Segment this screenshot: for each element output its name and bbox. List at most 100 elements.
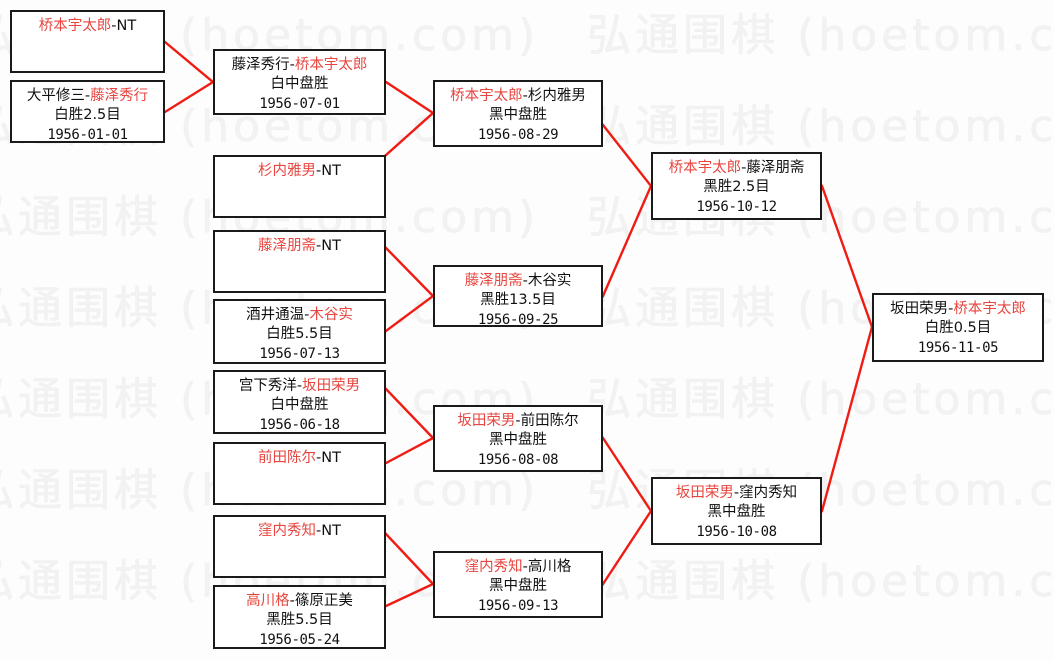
match-pairing: 杉内雅男-NT [258,163,341,179]
match-box-r2-1[interactable]: 藤泽秀行-桥本宇太郎 白中盘胜 1956-07-01 [213,49,386,115]
match-result: 黑中盘胜 [489,578,547,595]
match-pairing: 桥本宇太郎-NT [38,18,137,34]
connector-line [163,40,215,84]
player-right: 藤泽朋斋 [746,160,805,176]
match-result: 白中盘胜 [270,76,329,93]
match-date: 1956-05-24 [259,631,340,648]
match-result: 白胜5.5目 [266,326,333,343]
watermark-text: 弘通围棋 (hoetom.com) 弘通围棋 (hoetom.com) 弘通围棋… [0,465,1054,516]
player-right: NT [116,18,137,34]
player-left: 高川格 [246,593,290,609]
player-left: 桥本宇太郎 [38,18,112,34]
match-date: 1956-10-08 [696,523,777,540]
match-box-r1-5[interactable]: 酒井通温-木谷实 白胜5.5目 1956-07-13 [213,299,386,364]
player-left: 坂田荣男 [675,485,734,501]
match-box-r1-8[interactable]: 窪内秀知-NT [213,515,386,578]
match-result: 黑胜5.5目 [266,612,333,629]
match-pairing: 窪内秀知-NT [258,523,341,539]
connector-line [384,582,435,608]
match-box-r3-1[interactable]: 桥本宇太郎-杉内雅男 黑中盘胜 1956-08-29 [433,80,603,147]
match-result: 白中盘胜 [270,397,329,414]
match-date: 1956-10-12 [696,198,777,215]
connector-line [384,532,435,586]
player-left: 宫下秀洋 [238,378,297,394]
player-left: 坂田荣男 [890,301,949,317]
connector-line [820,325,874,513]
match-box-r1-7[interactable]: 前田陈尔-NT [213,442,386,505]
player-right: 坂田荣男 [302,378,361,394]
match-date: 1956-08-08 [477,451,559,468]
match-date: 1956-01-01 [47,126,128,143]
match-pairing: 桥本宇太郎-杉内雅男 [450,88,586,104]
connector-line [384,436,435,465]
player-right: 木谷实 [527,273,572,289]
player-right: 杉内雅男 [527,88,586,104]
match-box-r4-2[interactable]: 坂田荣男-窪内秀知 黑中盘胜 1956-10-08 [651,477,822,545]
player-left: 桥本宇太郎 [450,88,523,104]
player-right: NT [321,238,341,254]
match-pairing: 坂田荣男-前田陈尔 [457,413,579,429]
connector-line [601,436,653,513]
player-right: 篠原正美 [294,593,353,609]
match-pairing: 前田陈尔-NT [258,450,341,466]
match-box-final[interactable]: 坂田荣男-桥本宇太郎 白胜0.5目 1956-11-05 [872,293,1044,362]
match-box-r4-1[interactable]: 桥本宇太郎-藤泽朋斋 黑胜2.5目 1956-10-12 [651,152,822,220]
player-left: 酒井通温 [246,307,305,323]
match-box-r3-4[interactable]: 窪内秀知-高川格 黑中盘胜 1956-09-13 [433,551,603,618]
connector-line [384,387,435,440]
match-date: 1956-07-13 [259,345,340,362]
match-box-r1-1[interactable]: 桥本宇太郎-NT [10,10,165,73]
player-right: 桥本宇太郎 [953,301,1026,317]
connector-line [820,184,874,329]
player-right: 高川格 [527,559,572,575]
match-date: 1956-09-25 [477,311,559,328]
match-pairing: 宫下秀洋-坂田荣男 [238,378,361,394]
connector-line [601,184,653,298]
match-result: 黑胜13.5目 [480,292,556,309]
connector-line [384,246,435,298]
match-box-r1-9[interactable]: 高川格-篠原正美 黑胜5.5目 1956-05-24 [213,585,386,649]
player-left: 桥本宇太郎 [668,160,742,176]
match-pairing: 藤泽朋斋-NT [258,238,341,254]
match-pairing: 窪内秀知-高川格 [464,559,572,575]
match-date: 1956-09-13 [477,597,559,614]
connector-line [384,80,435,115]
player-right: 窪内秀知 [739,485,798,501]
connector-line [163,80,215,114]
match-result: 黑胜2.5目 [703,179,770,196]
match-box-r1-6[interactable]: 宫下秀洋-坂田荣男 白中盘胜 1956-06-18 [213,370,386,434]
player-left: 大平修三 [26,88,85,104]
player-left: 前田陈尔 [258,450,317,466]
match-box-r3-2[interactable]: 藤泽朋斋-木谷实 黑胜13.5目 1956-09-25 [433,265,603,328]
connector-line [384,294,435,333]
player-left: 藤泽秀行 [231,57,290,73]
player-right: NT [321,450,341,466]
player-left: 杉内雅男 [258,163,317,179]
player-left: 坂田荣男 [457,413,516,429]
match-box-r3-3[interactable]: 坂田荣男-前田陈尔 黑中盘胜 1956-08-08 [433,405,603,472]
player-right: 木谷实 [309,307,353,323]
player-right: 前田陈尔 [520,413,579,429]
player-left: 窪内秀知 [258,523,317,539]
connector-line [601,509,653,586]
match-box-r1-3[interactable]: 杉内雅男-NT [213,155,386,218]
player-left: 藤泽朋斋 [464,273,523,289]
player-right: 桥本宇太郎 [294,57,368,73]
player-right: NT [321,523,341,539]
match-pairing: 藤泽朋斋-木谷实 [464,273,572,289]
player-right: 藤泽秀行 [90,88,149,104]
match-date: 1956-08-29 [477,126,559,143]
player-right: NT [321,163,341,179]
player-left: 窪内秀知 [464,559,523,575]
match-box-r1-2[interactable]: 大平修三-藤泽秀行 白胜2.5目 1956-01-01 [10,80,165,143]
match-date: 1956-11-05 [917,339,999,356]
match-pairing: 酒井通温-木谷实 [246,307,353,323]
match-date: 1956-06-18 [259,416,340,433]
match-result: 白胜2.5目 [54,107,121,124]
match-pairing: 藤泽秀行-桥本宇太郎 [231,57,368,73]
player-left: 藤泽朋斋 [258,238,317,254]
match-box-r1-4[interactable]: 藤泽朋斋-NT [213,230,386,293]
connector-line [601,123,653,188]
match-result: 黑中盘胜 [489,107,547,124]
